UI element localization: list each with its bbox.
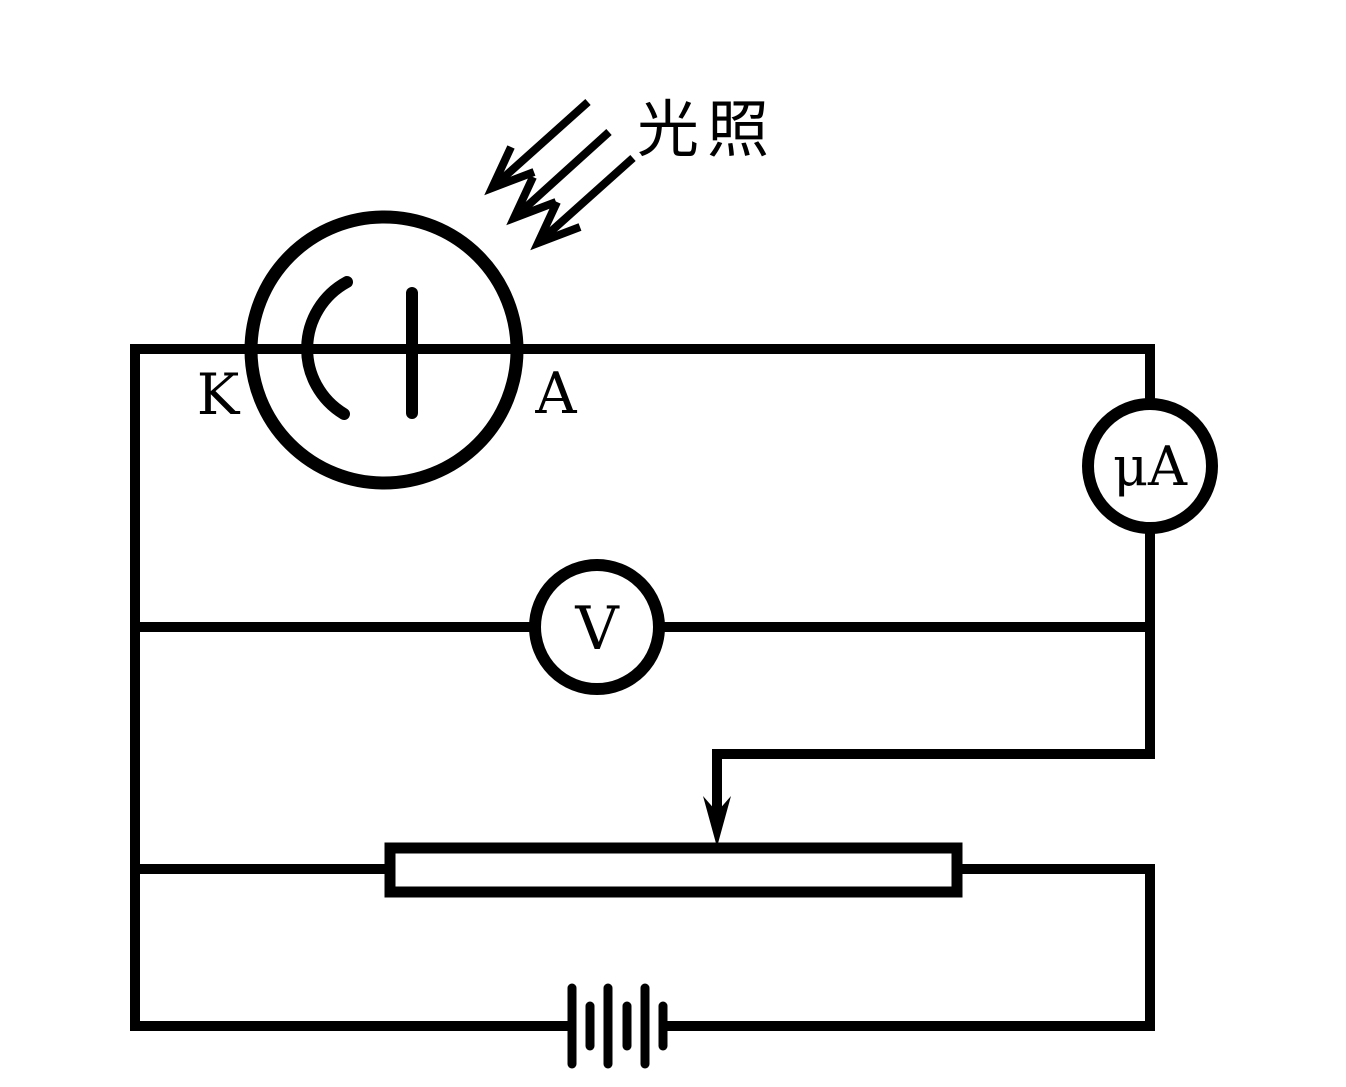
voltmeter-circle: [529, 559, 665, 695]
light-ray-arrow-1: [484, 99, 591, 196]
phototube-envelope: [244, 210, 524, 490]
cathode-label: K: [197, 362, 241, 428]
circuit-wires: [130, 344, 1155, 1031]
microammeter-label: μA: [1113, 435, 1188, 498]
light-ray-arrow-3: [530, 155, 636, 251]
microammeter: μA: [1082, 398, 1218, 534]
light-illumination: 光照: [484, 93, 777, 251]
anode-label: A: [534, 361, 577, 427]
rheostat: [384, 796, 963, 898]
rheostat-body: [384, 842, 963, 898]
rheostat-wiper-arrow-icon: [703, 796, 731, 847]
voltmeter-label: V: [574, 594, 620, 664]
phototube: K A: [197, 210, 577, 490]
light-ray-arrow-2: [506, 129, 612, 226]
battery-symbol: [567, 983, 668, 1069]
microammeter-circle: [1082, 398, 1218, 534]
light-label: 光照: [637, 93, 777, 166]
voltmeter: V: [529, 559, 665, 695]
cathode-electrode-arc: [301, 276, 353, 420]
